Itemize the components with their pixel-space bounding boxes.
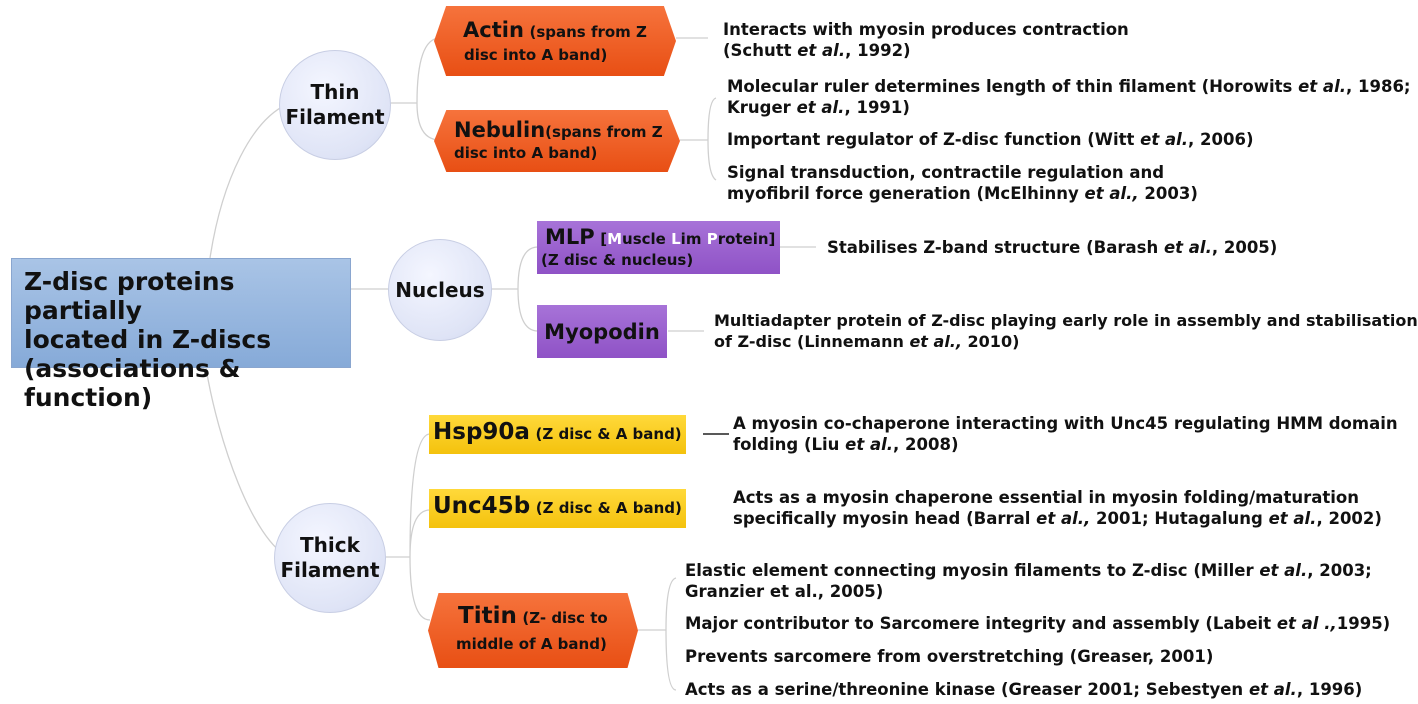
myopodin-node: Myopodin (537, 305, 667, 358)
function-nebulin-signal: Signal transduction, contractile regulat… (727, 163, 1198, 203)
titin-node: Titin (Z- disc to middle of A band) (428, 593, 638, 668)
mlp-node: MLP [Muscle Lim Protein] (Z disc & nucle… (537, 221, 780, 274)
function-hsp90a: A myosin co-chaperone interacting with U… (733, 414, 1398, 454)
function-unc45b: Acts as a myosin chaperone essential in … (733, 488, 1382, 528)
function-titin-overstretch: Prevents sarcomere from overstretching (… (685, 647, 1214, 666)
function-nebulin-regulator: Important regulator of Z-disc function (… (727, 130, 1254, 149)
nucleus-node: Nucleus (388, 239, 492, 341)
function-mlp: Stabilises Z-band structure (Barash et a… (827, 238, 1278, 257)
function-actin: Interacts with myosin produces contracti… (723, 20, 1129, 60)
function-titin-kinase: Acts as a serine/threonine kinase (Greas… (685, 680, 1363, 699)
actin-node: Actin (spans from Z disc into A band) (434, 6, 676, 76)
function-nebulin-ruler: Molecular ruler determines length of thi… (727, 77, 1411, 117)
nebulin-node: Nebulin(spans from Z disc into A band) (434, 110, 680, 172)
root-topic: Z-disc proteins partially located in Z-d… (11, 258, 351, 412)
hsp90a-node: Hsp90a (Z disc & A band) (429, 415, 686, 454)
function-titin-elastic: Elastic element connecting myosin filame… (685, 561, 1372, 601)
connector-lines (205, 37, 816, 691)
function-myopodin: Multiadapter protein of Z-disc playing e… (714, 311, 1418, 351)
unc45b-node: Unc45b (Z disc & A band) (429, 489, 686, 528)
function-titin-integrity: Major contributor to Sarcomere integrity… (685, 614, 1391, 633)
